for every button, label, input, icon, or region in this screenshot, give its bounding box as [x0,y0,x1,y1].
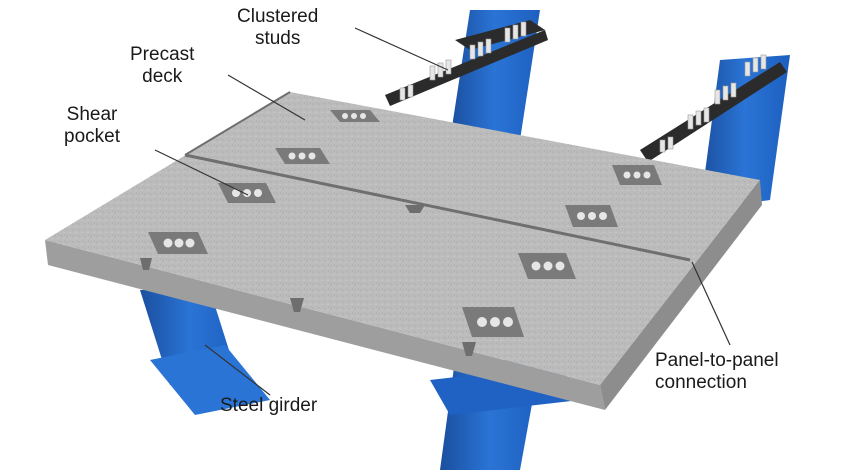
stud-clusters [399,21,767,153]
shear-pocket [148,232,208,254]
label-shear-pocket: Shear pocket [64,104,120,147]
label-precast-deck: Precast deck [130,44,195,87]
shear-pocket [612,165,662,185]
label-clustered-studs: Clustered studs [237,6,319,49]
leader-steel-girder [204,344,271,396]
leader-clustered-studs [354,27,449,71]
leader-lines [154,27,731,396]
precast-deck-slab [45,92,762,410]
panel-joints [184,91,691,262]
shear-pocket [330,110,380,122]
shear-pocket [275,148,330,164]
top-flange-rear-left [385,30,548,106]
shear-pocket [518,253,576,279]
edge-notches [140,205,476,356]
shear-pocket [462,307,524,337]
leader-panel-connection [691,261,731,346]
label-steel-girder: Steel girder [220,395,318,416]
shear-pocket [565,205,618,227]
leader-shear-pocket [154,149,249,196]
leader-precast-deck [227,74,306,121]
girder-rear-right [640,55,790,210]
label-panel-connection: Panel-to-panel connection [655,350,779,393]
top-flange-rear-right [640,62,787,162]
girder-front-left [140,290,270,415]
shear-pocket [218,183,276,203]
